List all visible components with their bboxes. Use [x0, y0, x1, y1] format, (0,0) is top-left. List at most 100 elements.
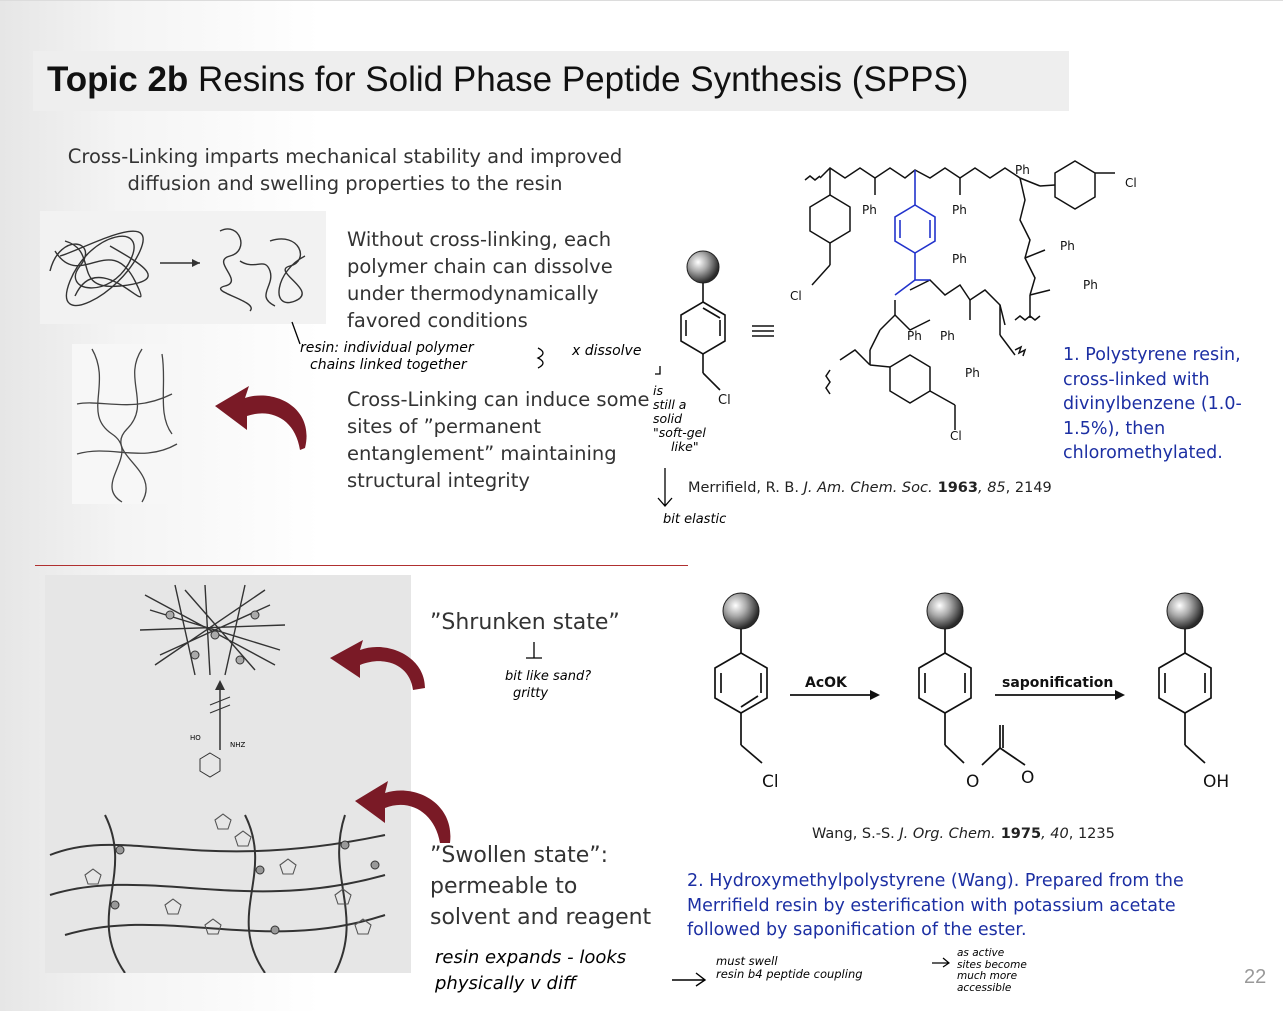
- cite-pages: , 2149: [1005, 480, 1052, 496]
- uncrosslinked-chains-figure: [40, 211, 326, 324]
- caption-line: 2. Hydroxymethylpolystyrene (Wang). Prep…: [687, 871, 1184, 891]
- swollen-line: ”Swollen state”:: [430, 843, 609, 868]
- handwritten-elastic: bit elastic: [663, 512, 727, 527]
- swollen-state-label: ”Swollen state”: permeable to solvent an…: [430, 840, 651, 933]
- caption-line: 1. Polystyrene resin,: [1063, 345, 1241, 365]
- ph-label: Ph: [862, 203, 877, 217]
- note-line: chains linked together: [310, 357, 467, 373]
- crosslink-intro: Cross-Linking imparts mechanical stabili…: [40, 143, 650, 197]
- cl-label: Cl: [1125, 176, 1137, 190]
- title-bar: [33, 51, 1069, 111]
- page-number: 22: [1244, 966, 1267, 988]
- caption-line: cross-linked with: [1063, 369, 1210, 390]
- resin-bead-icon: [686, 250, 720, 284]
- saponification-label: saponification: [1002, 675, 1113, 691]
- note-line: must swell: [716, 954, 778, 968]
- caption-line: Merrifield resin by esterification with …: [687, 895, 1176, 916]
- wang-citation: Wang, S.-S. J. Org. Chem. 1975, 40, 1235: [812, 826, 1115, 842]
- handwritten-still-solid: is still a solid "soft-gel like": [653, 384, 706, 454]
- crosslink-line: entanglement” maintaining: [347, 442, 617, 465]
- note-line: physically v diff: [435, 973, 576, 994]
- cite-year: 1963: [932, 480, 978, 496]
- handwritten-dissolve: x dissolve: [572, 343, 642, 359]
- cite-year: 1975: [995, 826, 1042, 842]
- title-topic: Topic 2b: [47, 60, 189, 99]
- o-label: O: [966, 772, 979, 792]
- crosslink-line: sites of ”permanent: [347, 415, 542, 438]
- note-line: solid: [653, 411, 683, 426]
- top-border: [0, 0, 1283, 1]
- note-line: resin b4 peptide coupling: [716, 967, 863, 981]
- curved-arrow-icon: [355, 781, 451, 843]
- handwritten-swell: must swell resin b4 peptide coupling: [716, 955, 863, 981]
- without-crosslink-text: Without cross-linking, each polymer chai…: [347, 226, 613, 334]
- note-line: much more: [957, 970, 1018, 982]
- note-line: still a: [653, 397, 687, 412]
- note-line: gritty: [513, 686, 549, 701]
- ph-label: Ph: [1060, 239, 1075, 253]
- handwritten-active-sites: as active sites become much more accessi…: [957, 947, 1027, 994]
- resin-bead-icon: [722, 592, 760, 630]
- resin-bead-icon: [926, 592, 964, 630]
- cite-volume: , 85: [977, 480, 1006, 496]
- caption-line: chloromethylated.: [1063, 443, 1223, 463]
- handwritten-resin-note: resin: individual polymer chains linked …: [300, 340, 474, 374]
- cl-label: Cl: [718, 393, 731, 408]
- note-line: sites become: [957, 958, 1027, 971]
- crosslinked-network-figure: [72, 344, 182, 504]
- swollen-line: solvent and reagent: [430, 905, 652, 930]
- resin-states-figure: HO NHZ: [45, 575, 411, 974]
- note-line: resin: individual polymer: [300, 340, 474, 356]
- shrunken-state-label: ”Shrunken state”: [430, 610, 620, 635]
- note-line: bit like sand?: [505, 669, 592, 684]
- handwritten-expand: resin expands - looks physically v diff: [435, 945, 626, 997]
- caption-line: followed by saponification of the ester.: [687, 920, 1027, 940]
- merrifield-citation: Merrifield, R. B. J. Am. Chem. Soc. 1963…: [688, 480, 1052, 496]
- cite-pages: , 1235: [1068, 826, 1115, 842]
- ho-label: HO: [190, 734, 201, 742]
- title-text: Resins for Solid Phase Peptide Synthesis…: [188, 60, 969, 99]
- oh-label: OH: [1203, 772, 1229, 792]
- nhz-label: NHZ: [230, 741, 246, 749]
- handwritten-marks: [291, 321, 673, 507]
- handwritten-arrow: [672, 972, 707, 987]
- crosslink-line: Cross-Linking can induce some: [347, 388, 650, 411]
- without-line: favored conditions: [347, 309, 528, 332]
- resin-bead-icon: [1166, 592, 1204, 630]
- note-line: as active: [957, 947, 1005, 959]
- cl-label: Cl: [950, 429, 962, 443]
- slide-title: Topic 2b Resins for Solid Phase Peptide …: [47, 60, 968, 100]
- crosslink-entanglement-text: Cross-Linking can induce some sites of ”…: [347, 386, 650, 494]
- merrifield-resin-structure: Cl: [680, 160, 1137, 443]
- o-label: O: [1021, 768, 1034, 788]
- intro-line: Cross-Linking imparts mechanical stabili…: [67, 145, 623, 168]
- intro-line: diffusion and swelling properties to the…: [127, 172, 563, 195]
- cite-authors: Wang, S.-S.: [812, 826, 900, 842]
- ph-label: Ph: [940, 329, 955, 343]
- cl-label: Cl: [790, 289, 802, 303]
- handwritten-sand: bit like sand? gritty: [505, 668, 591, 702]
- ph-label: Ph: [907, 329, 922, 343]
- swollen-line: permeable to: [430, 874, 578, 899]
- section-divider: [35, 565, 688, 566]
- cite-volume: , 40: [1041, 826, 1069, 842]
- handwritten-arrow: [526, 642, 542, 659]
- without-line: Without cross-linking, each: [347, 228, 612, 251]
- handwritten-arrow: [932, 957, 951, 968]
- note-line: is: [653, 383, 663, 398]
- without-line: polymer chain can dissolve: [347, 255, 613, 278]
- cite-authors: Merrifield, R. B.: [688, 480, 804, 496]
- caption-line: divinylbenzene (1.0-: [1063, 394, 1242, 414]
- ph-label: Ph: [1015, 163, 1030, 177]
- curved-arrow-icon: [330, 640, 425, 690]
- note-line: "soft-gel: [653, 425, 706, 440]
- cl-label: Cl: [762, 772, 779, 792]
- crosslink-line: structural integrity: [347, 469, 530, 492]
- ph-label: Ph: [1083, 278, 1098, 292]
- note-line: resin expands - looks: [435, 947, 627, 968]
- cite-journal: J. Org. Chem.: [899, 826, 996, 842]
- cite-journal: J. Am. Chem. Soc.: [803, 480, 933, 496]
- ph-label: Ph: [952, 252, 967, 266]
- curved-arrow-icon: [215, 386, 307, 450]
- ph-label: Ph: [952, 203, 967, 217]
